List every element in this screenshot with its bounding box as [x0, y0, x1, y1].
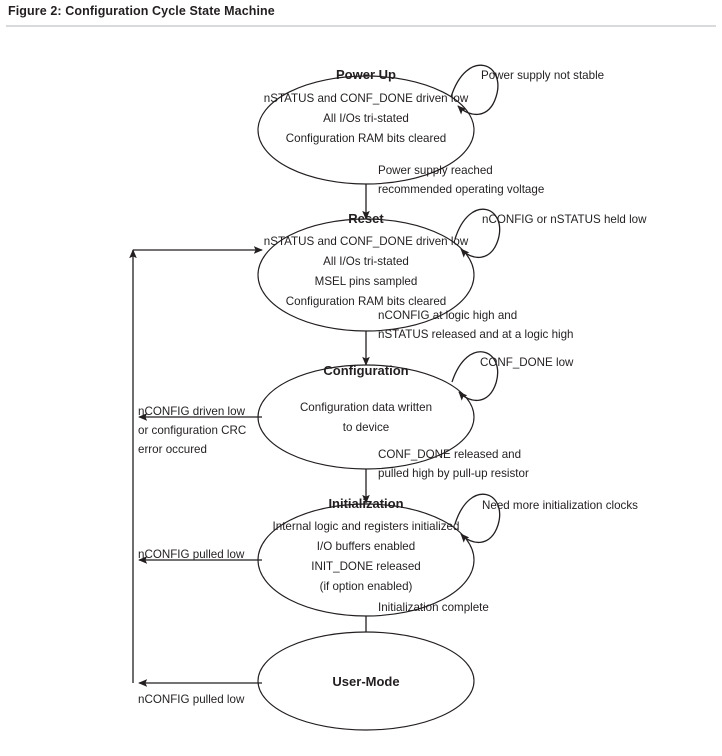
state-reset-line-2: All I/Os tri-stated — [323, 255, 409, 268]
state-machine-diagram: Power Up nSTATUS and CONF_DONE driven lo… — [0, 27, 722, 756]
header-divider — [6, 25, 716, 27]
transition-configuration-reset-label-1: nCONFIG driven low — [138, 405, 246, 418]
state-user-mode[interactable]: User-Mode — [257, 631, 475, 731]
self-loop-configuration-arc — [451, 351, 499, 401]
state-initialization-line-1: Internal logic and registers initialized — [273, 520, 460, 533]
transition-powerup-reset-label-2: recommended operating voltage — [378, 183, 544, 196]
transition-configuration-initialization-label-1: CONF_DONE released and — [378, 448, 521, 461]
transition-usermode-reset[interactable]: nCONFIG pulled low — [138, 679, 262, 706]
transition-powerup-reset-label-1: Power supply reached — [378, 164, 493, 177]
transition-reset-configuration-label-2: nSTATUS released and at a logic high — [378, 328, 574, 341]
state-configuration-line-1: Configuration data written — [300, 401, 432, 414]
transition-reset-configuration-label-1: nCONFIG at logic high and — [378, 309, 517, 322]
state-power-up-line-1: nSTATUS and CONF_DONE driven low — [264, 92, 469, 105]
self-loop-power-up-arc — [450, 64, 499, 115]
state-reset-title: Reset — [348, 211, 384, 226]
self-loop-power-up-label: Power supply not stable — [481, 69, 604, 82]
self-loop-reset-arc — [454, 208, 501, 258]
transition-reset-configuration[interactable]: nCONFIG at logic high and nSTATUS releas… — [362, 309, 574, 366]
transition-usermode-reset-label-1: nCONFIG pulled low — [138, 693, 245, 706]
transition-initialization-usermode-label-1: Initialization complete — [378, 601, 489, 614]
self-loop-configuration[interactable]: CONF_DONE low — [451, 351, 574, 401]
state-user-mode-shape — [257, 631, 475, 731]
transition-powerup-reset[interactable]: Power supply reached recommended operati… — [362, 164, 544, 220]
self-loop-power-up[interactable]: Power supply not stable — [450, 64, 604, 115]
self-loop-initialization[interactable]: Need more initialization clocks — [454, 493, 638, 543]
state-power-up-line-3: Configuration RAM bits cleared — [286, 132, 446, 145]
transition-configuration-reset-label-3: error occured — [138, 443, 207, 456]
state-reset-line-4: Configuration RAM bits cleared — [286, 295, 446, 308]
state-power-up[interactable]: Power Up nSTATUS and CONF_DONE driven lo… — [257, 67, 475, 185]
state-initialization-title: Initialization — [328, 496, 403, 511]
state-configuration-line-2: to device — [343, 421, 389, 434]
self-loop-reset[interactable]: nCONFIG or nSTATUS held low — [454, 208, 647, 258]
transition-configuration-reset-label-2: or configuration CRC — [138, 424, 246, 437]
self-loop-configuration-label: CONF_DONE low — [480, 356, 574, 369]
state-reset[interactable]: Reset nSTATUS and CONF_DONE driven low A… — [257, 211, 475, 332]
state-initialization[interactable]: Initialization Internal logic and regist… — [257, 496, 475, 617]
transition-configuration-reset[interactable]: nCONFIG driven low or configuration CRC … — [138, 405, 262, 456]
self-loop-initialization-arc — [454, 493, 501, 543]
figure-header: Figure 2: Configuration Cycle State Mach… — [0, 0, 722, 27]
state-initialization-line-4: (if option enabled) — [320, 580, 413, 593]
feedback-rail — [129, 246, 263, 683]
transition-configuration-initialization[interactable]: CONF_DONE released and pulled high by pu… — [362, 448, 529, 504]
state-initialization-line-3: INIT_DONE released — [311, 560, 421, 573]
transition-initialization-reset[interactable]: nCONFIG pulled low — [138, 548, 262, 564]
figure-title: Figure 2: Configuration Cycle State Mach… — [8, 4, 275, 18]
state-power-up-line-2: All I/Os tri-stated — [323, 112, 409, 125]
state-reset-line-3: MSEL pins sampled — [315, 275, 418, 288]
state-user-mode-title: User-Mode — [332, 674, 399, 689]
self-loop-reset-label: nCONFIG or nSTATUS held low — [482, 213, 647, 226]
state-reset-line-1: nSTATUS and CONF_DONE driven low — [264, 235, 469, 248]
state-power-up-title: Power Up — [336, 67, 396, 82]
self-loop-initialization-label: Need more initialization clocks — [482, 499, 638, 512]
transition-initialization-reset-label-1: nCONFIG pulled low — [138, 548, 245, 561]
transition-configuration-initialization-label-2: pulled high by pull-up resistor — [378, 467, 529, 480]
state-configuration-title: Configuration — [323, 363, 408, 378]
state-initialization-line-2: I/O buffers enabled — [317, 540, 415, 553]
